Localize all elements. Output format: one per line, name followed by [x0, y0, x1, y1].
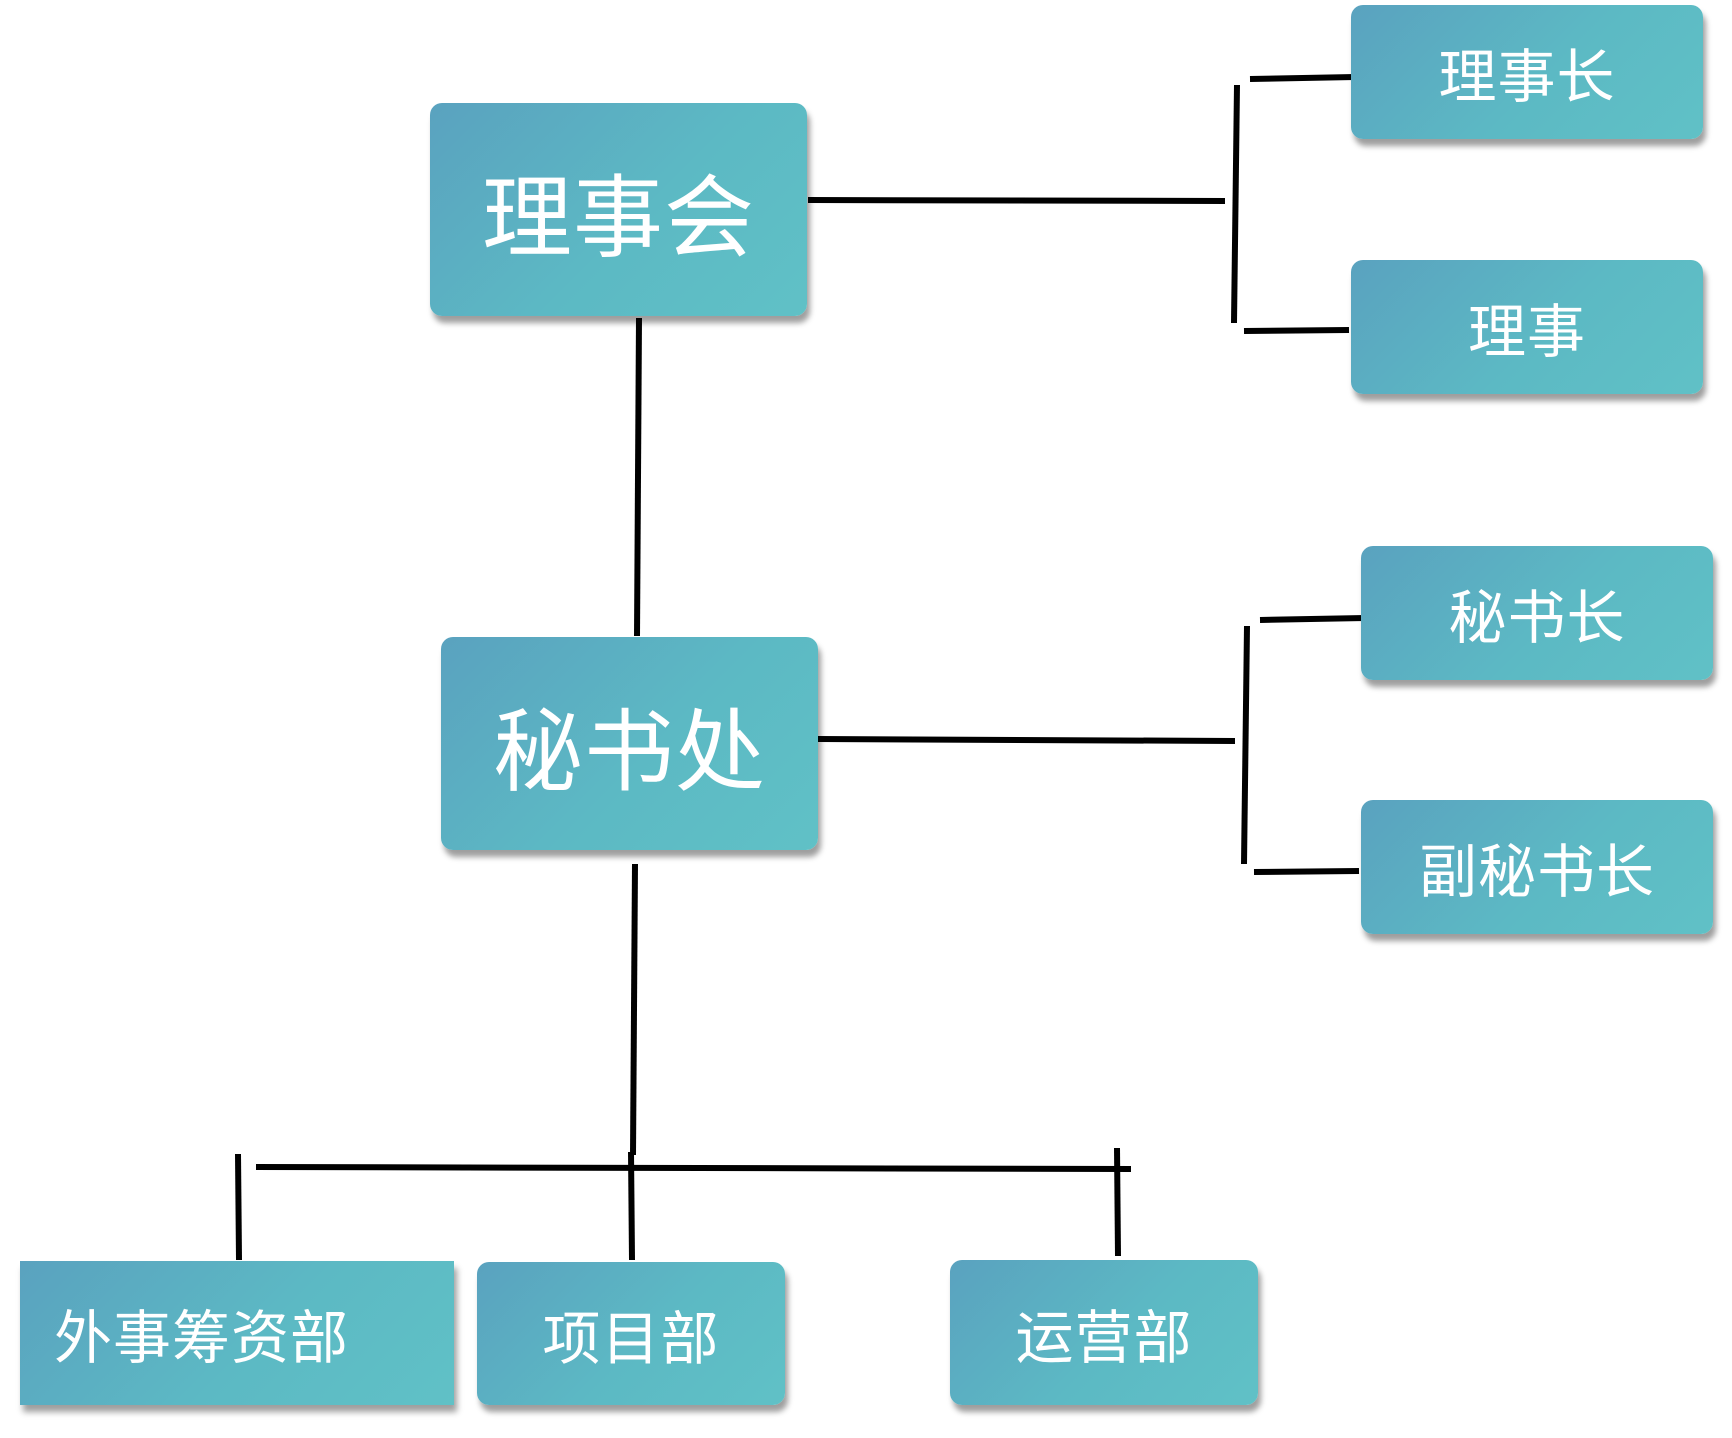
council-box: 理事会 [430, 103, 807, 316]
connector-departments-horizontal [255, 1164, 1132, 1172]
connector-council-bracket [1231, 84, 1240, 324]
director-box: 理事 [1351, 260, 1703, 394]
connector-secretariat-down [630, 863, 638, 1156]
connector-council-to-secretariat [634, 317, 642, 637]
connector-to-foreign-affairs [235, 1153, 242, 1261]
connector-to-chairman [1249, 74, 1356, 82]
operations-label: 运营部 [1015, 1303, 1193, 1372]
deputy-secretary-general-box: 副秘书长 [1361, 800, 1713, 934]
connector-to-deputy-secretary-general [1253, 868, 1360, 875]
secretariat-label: 秘书处 [493, 699, 766, 805]
foreign-affairs-fundraising-box: 外事筹资部 [20, 1261, 454, 1405]
connector-to-director [1243, 327, 1350, 334]
director-label: 理事 [1467, 298, 1586, 366]
connector-council-horizontal [807, 197, 1226, 204]
secretariat-box: 秘书处 [441, 637, 818, 850]
foreign-affairs-fundraising-label: 外事筹资部 [54, 1304, 350, 1372]
secretary-general-label: 秘书长 [1448, 584, 1626, 652]
operations-box: 运营部 [950, 1260, 1258, 1405]
projects-label: 项目部 [542, 1304, 720, 1373]
council-label: 理事会 [482, 165, 755, 271]
connector-to-secretary-general [1259, 615, 1366, 623]
connector-to-projects [628, 1151, 635, 1261]
deputy-secretary-general-label: 副秘书长 [1418, 838, 1655, 906]
connector-secretariat-horizontal [817, 736, 1236, 744]
connector-secretariat-bracket [1241, 625, 1250, 865]
projects-box: 项目部 [477, 1262, 785, 1405]
secretary-general-box: 秘书长 [1361, 546, 1713, 680]
chairman-box: 理事长 [1351, 5, 1703, 139]
connector-to-operations [1114, 1147, 1121, 1257]
chairman-label: 理事长 [1438, 43, 1616, 111]
